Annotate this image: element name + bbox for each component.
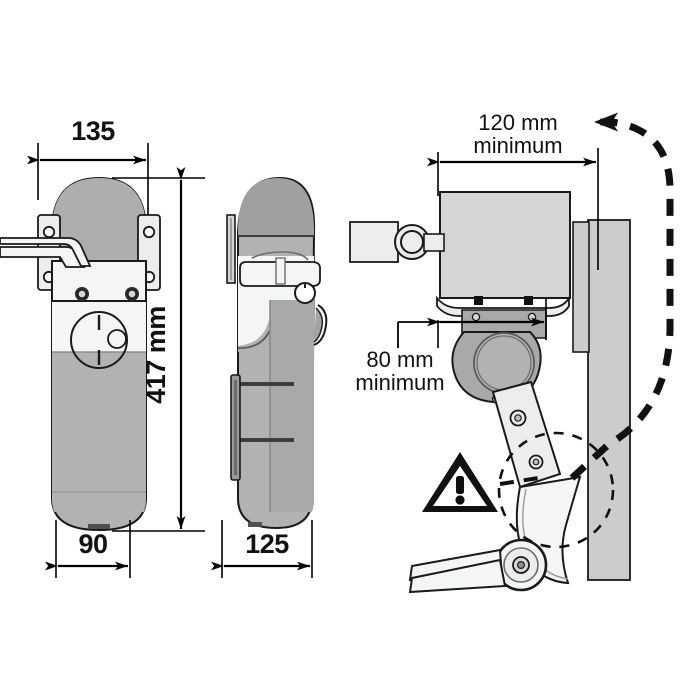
side-rib-lower xyxy=(238,438,294,442)
front-dimension-417: 417 mm xyxy=(112,167,205,532)
dim-label-80-value: 80 mm xyxy=(366,347,433,372)
base-bolt-left xyxy=(474,296,483,305)
warning-bang-dot xyxy=(455,495,465,505)
front-dimension-135: 135 xyxy=(27,116,149,215)
side-hook-fill xyxy=(313,307,324,343)
pivot-disc-inner xyxy=(476,335,532,391)
front-bottom-vent xyxy=(88,524,110,529)
dim-label-90: 90 xyxy=(78,529,107,559)
front-upper-panel-2 xyxy=(52,330,146,352)
arm-screw-upper-core xyxy=(514,414,522,422)
front-screw-left xyxy=(75,287,89,301)
side-left-rib-groove xyxy=(234,380,237,475)
arm-screw-mid-core xyxy=(532,458,540,466)
installation-clearance-view: 120 mm minimum 80 mm minimum xyxy=(349,110,674,594)
pinch-zone-circle xyxy=(497,431,615,549)
callout-arrow-path xyxy=(569,112,674,481)
dim-label-80-unit: minimum xyxy=(355,370,444,395)
side-lever-top-edge xyxy=(251,251,309,261)
side-hook-detail xyxy=(313,304,328,346)
front-adjustment-dial xyxy=(70,311,128,369)
side-notch-light xyxy=(238,306,270,346)
door-frame-return xyxy=(572,221,590,353)
closer-left-stub xyxy=(349,221,399,263)
warning-leader-line xyxy=(499,475,546,486)
front-lower-panel xyxy=(52,352,146,512)
base-bolt-right xyxy=(524,296,533,305)
clearance-dimension-80: 80 mm minimum xyxy=(355,298,547,395)
arm-end-hub-core xyxy=(516,560,525,569)
door-leaf xyxy=(587,219,631,581)
front-mount-hole-tr xyxy=(142,225,156,239)
bracket-screw-left xyxy=(471,312,481,322)
front-dimension-90: 90 xyxy=(45,520,131,578)
side-bottom-foot xyxy=(248,522,262,527)
front-screw-right xyxy=(125,287,139,301)
side-dimension-125: 125 xyxy=(211,520,313,578)
closer-body-block xyxy=(439,191,571,299)
dim-label-125: 125 xyxy=(245,529,289,559)
warning-bang-stem xyxy=(456,476,464,494)
bracket-screw-right xyxy=(527,312,537,322)
side-right-face xyxy=(270,300,314,512)
arm-link-third xyxy=(408,558,507,594)
closer-eye-link xyxy=(423,233,445,252)
side-lever-joint xyxy=(275,257,286,285)
side-elevation-view xyxy=(226,176,328,530)
front-body-shading xyxy=(52,178,146,512)
closer-eye-inner xyxy=(400,230,424,254)
front-mount-hole-tl xyxy=(42,225,56,239)
dim-label-417: 417 mm xyxy=(141,306,171,404)
front-elevation-view xyxy=(0,176,161,532)
front-arm-stub-top xyxy=(0,237,92,267)
side-rib-upper xyxy=(238,382,294,386)
warning-triangle-icon xyxy=(422,452,498,512)
dim-label-120-unit: minimum xyxy=(473,133,562,158)
dim-label-135: 135 xyxy=(71,116,115,146)
front-dial-port xyxy=(107,329,127,349)
clearance-dimension-120: 120 mm minimum xyxy=(427,110,599,270)
dim-label-120-value: 120 mm xyxy=(478,110,557,135)
